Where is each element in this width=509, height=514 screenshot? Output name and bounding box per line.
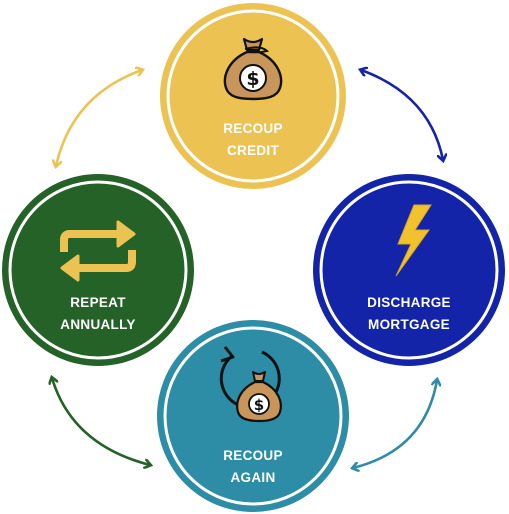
discharge-mortgage-line2: MORTGAGE: [368, 317, 450, 332]
recoup-again-line2: AGAIN: [231, 470, 276, 485]
repeat-annually-line1: REPEAT: [70, 295, 126, 310]
recoup-credit-line2: CREDIT: [227, 143, 280, 158]
node-discharge-mortgage: DISCHARGE MORTGAGE: [313, 174, 505, 366]
discharge-mortgage-line1: DISCHARGE: [367, 295, 451, 310]
money-bag-icon: $: [223, 37, 283, 101]
node-recoup-credit: $ RECOUP CREDIT: [160, 3, 346, 189]
node-repeat-annually: REPEAT ANNUALLY: [2, 174, 194, 366]
money-bag-cycle-icon: $: [219, 346, 282, 423]
node-recoup-again: $ RECOUP AGAIN: [157, 320, 349, 512]
recoup-credit-line1: RECOUP: [223, 121, 283, 136]
connector-discharge-again: [353, 380, 437, 468]
repeat-arrows-icon: [60, 220, 136, 282]
repeat-annually-line2: ANNUALLY: [60, 317, 135, 332]
connector-repeat-credit: [56, 70, 142, 166]
connector-again-repeat: [52, 378, 150, 465]
svg-text:$: $: [254, 396, 264, 414]
recoup-again-line1: RECOUP: [223, 448, 283, 463]
lightning-bolt-icon: [395, 204, 432, 277]
svg-text:$: $: [246, 68, 259, 90]
connector-credit-discharge: [361, 70, 443, 160]
